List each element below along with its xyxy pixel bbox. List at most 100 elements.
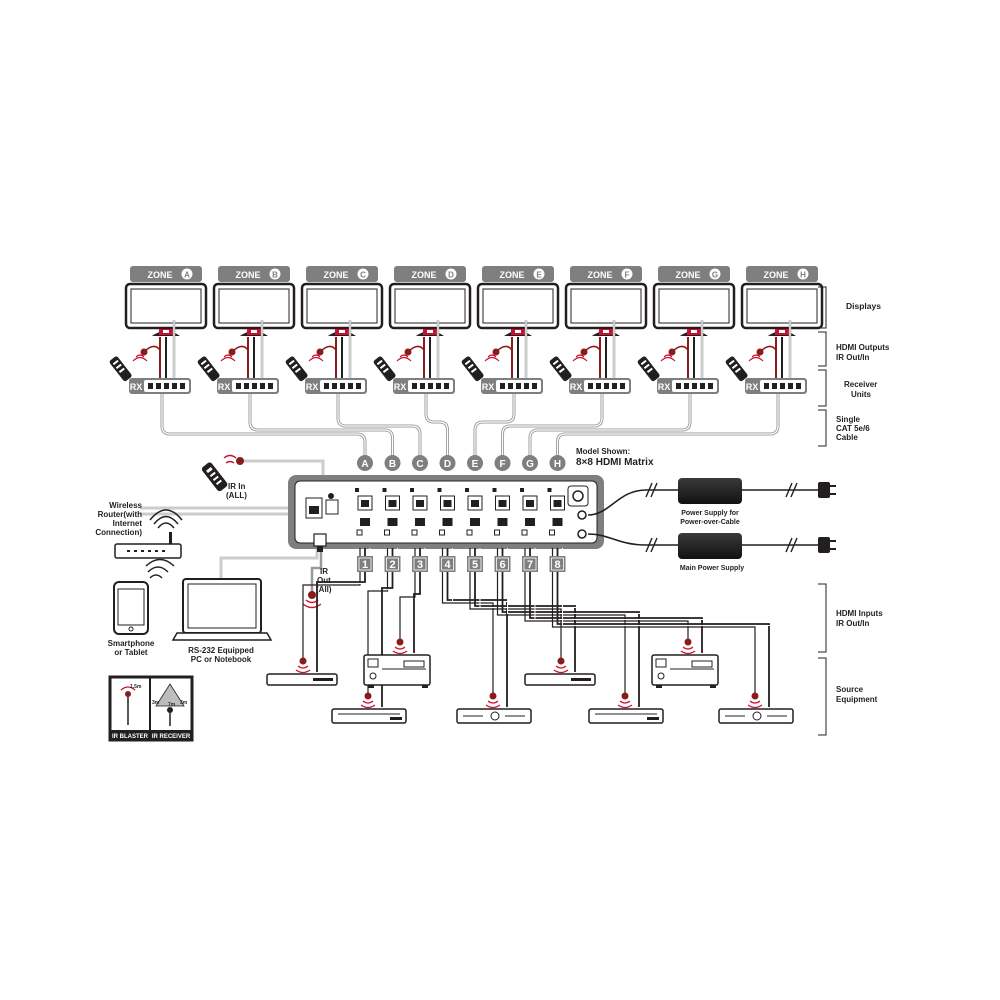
- zone-letter-badge: [181, 268, 193, 280]
- ir-wave: [619, 700, 631, 704]
- display-screen: [306, 288, 378, 324]
- input-box-1: [357, 556, 373, 572]
- receiver-port: [356, 383, 361, 389]
- input-number-2: 2: [389, 559, 395, 571]
- input-box-inner: [496, 557, 509, 571]
- input-ir-port: [466, 529, 473, 536]
- input-hdmi-cable-4: [446, 548, 508, 707]
- receiver-port: [340, 383, 345, 389]
- zone-letter-badge: [269, 268, 281, 280]
- input-ir-cable-4: [441, 548, 494, 693]
- zone-word: ZONE: [675, 270, 700, 280]
- zone-word: ZONE: [147, 270, 172, 280]
- input-hdmi-port: [387, 518, 398, 526]
- input-box-inner: [523, 557, 537, 571]
- receiver-port: [156, 383, 161, 389]
- input-number-1: 1: [362, 559, 368, 571]
- source-ir-emitter: [489, 692, 497, 700]
- receiver-port: [764, 383, 769, 389]
- source-ir-emitter: [396, 638, 404, 646]
- zone-letter-badge: [445, 268, 457, 280]
- receiver-port: [676, 383, 681, 389]
- label-source: Source: [836, 685, 864, 694]
- input-box-inner: [386, 557, 399, 571]
- output-port-jack: [361, 500, 369, 507]
- input-number-7: 7: [527, 559, 533, 571]
- output-port-jack: [498, 500, 507, 507]
- receiver-port: [684, 383, 689, 389]
- input-ir-cable-6: [496, 548, 626, 693]
- input-box-8: [549, 556, 566, 572]
- hdmi-port-inner: [515, 330, 521, 333]
- input-number-5: 5: [472, 559, 478, 571]
- output-letter-h: H: [554, 459, 561, 470]
- ir-wave: [392, 650, 408, 655]
- input-box-inner: [441, 557, 454, 571]
- input-box-4: [439, 556, 456, 572]
- hdmi-matrix: [288, 475, 604, 552]
- ir-out-label-3: (All): [316, 585, 332, 594]
- receiver-port: [164, 383, 169, 389]
- laptop-label-1: RS-232 Equipped: [188, 646, 254, 655]
- port-led: [382, 488, 387, 492]
- input-ir-port: [384, 529, 390, 536]
- output-port-jack: [443, 500, 452, 507]
- output-circle-f: [494, 455, 511, 471]
- input-ir-port: [439, 529, 445, 536]
- source-device-5: [524, 673, 596, 686]
- label-hdmi-inputs-ir: IR Out/In: [836, 619, 869, 628]
- receiver-port: [332, 383, 337, 389]
- smartphone: [113, 558, 175, 635]
- source-ir-emitter: [684, 638, 692, 646]
- zone-letter-badge: [533, 268, 545, 280]
- receiver-rx-label: RX: [306, 382, 319, 392]
- ir-wave: [223, 354, 233, 358]
- port-led: [437, 488, 442, 492]
- output-port-jack: [526, 500, 534, 507]
- display-screen: [570, 288, 642, 324]
- ir-emitter-cable: [671, 345, 689, 353]
- smartphone-label-2: or Tablet: [114, 648, 148, 657]
- receiver-port: [244, 383, 249, 389]
- zone-word: ZONE: [763, 270, 788, 280]
- receiver-port: [324, 383, 329, 389]
- ir-out-all-emitter: [302, 591, 322, 609]
- display-screen: [658, 288, 730, 324]
- output-letter-g: G: [526, 459, 534, 470]
- wireless-router: [114, 509, 183, 559]
- ir-wave: [680, 650, 696, 655]
- remote-icon: [109, 356, 132, 382]
- receiver-port: [524, 383, 529, 389]
- receiver-port: [236, 383, 241, 389]
- display-screen: [218, 288, 290, 324]
- receiver-port: [500, 383, 505, 389]
- ir-legend: [108, 675, 194, 742]
- ir-wave: [747, 704, 763, 709]
- zone-letter: F: [625, 271, 630, 280]
- zone-word: ZONE: [499, 270, 524, 280]
- receiver-port: [436, 383, 441, 389]
- label-equipment: Equipment: [836, 695, 878, 704]
- zone-word: ZONE: [323, 270, 348, 280]
- remote-icon: [461, 356, 484, 382]
- zone-letter: D: [448, 271, 454, 280]
- source-ir-emitter: [621, 692, 629, 700]
- input-box-7: [522, 556, 538, 572]
- port-led: [492, 488, 497, 492]
- ir-wave: [485, 704, 501, 709]
- output-circle-a: [357, 455, 373, 471]
- ir-wave: [360, 704, 376, 709]
- input-box-inner: [413, 557, 427, 571]
- output-letter-c: C: [416, 459, 423, 470]
- ir-wave: [484, 356, 500, 362]
- input-box-inner: [468, 557, 482, 571]
- ir-in-all-label: (ALL): [226, 491, 247, 500]
- receiver-port: [708, 383, 713, 389]
- input-ir-port: [549, 529, 555, 536]
- power-cable-breaks: [645, 482, 798, 553]
- source-device-4: [456, 708, 532, 724]
